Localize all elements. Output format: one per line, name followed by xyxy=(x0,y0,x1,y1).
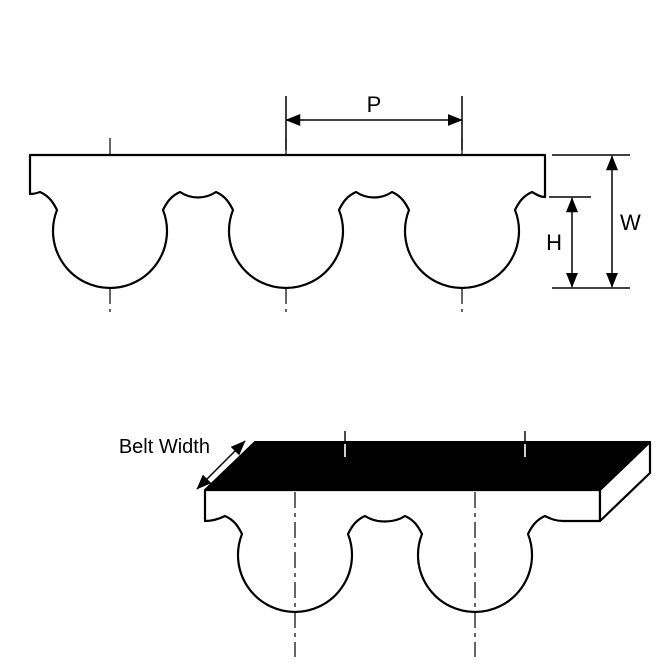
belt-width-arrow xyxy=(196,440,246,490)
tooth-height-dimension xyxy=(549,196,591,288)
belt-thickness-dimension xyxy=(552,154,630,289)
tooth-height-label: H xyxy=(546,230,562,255)
centerline-ticks-top-face xyxy=(344,444,526,457)
belt-cross-section-profile xyxy=(28,153,547,290)
belt-top-face xyxy=(204,441,651,491)
belt-side-face xyxy=(598,440,652,523)
pitch-dimension xyxy=(285,96,463,150)
belt-width-label: Belt Width xyxy=(119,436,210,458)
belt-thickness-label: W xyxy=(620,210,641,235)
centerline-ticks-back-edge xyxy=(344,431,526,441)
pitch-label: P xyxy=(367,92,382,117)
belt-front-face-profile xyxy=(203,488,602,614)
tooth-centerlines-bottom-view xyxy=(294,492,476,657)
